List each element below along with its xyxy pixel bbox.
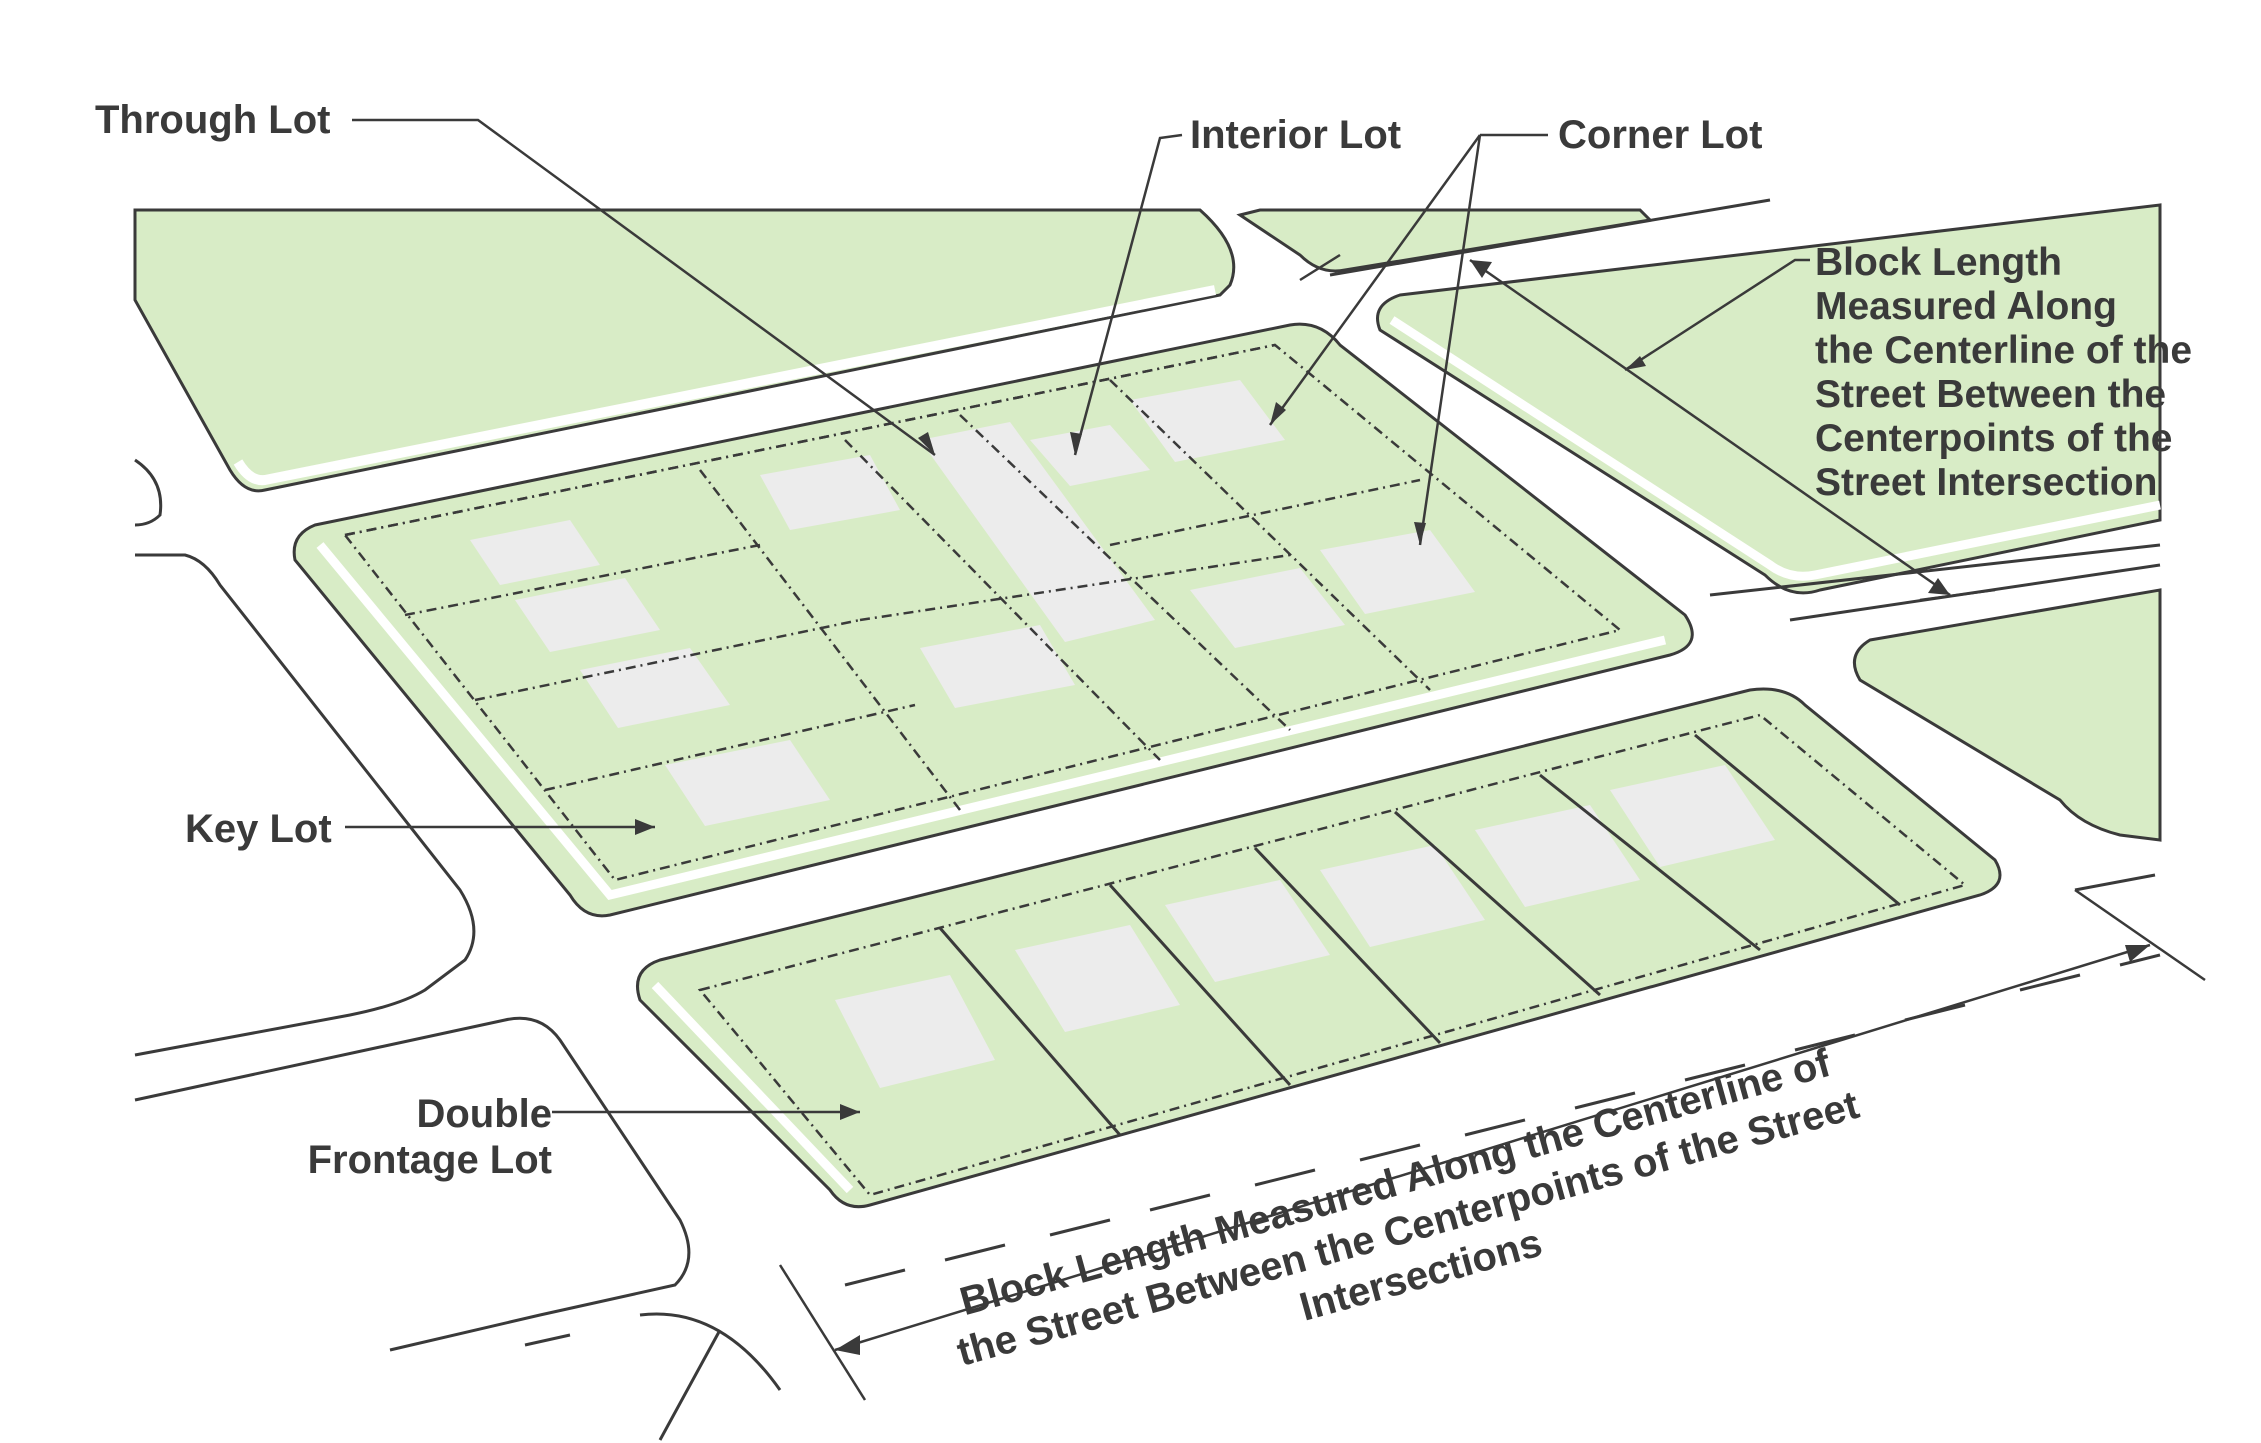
block-length-right-line-5: Centerpoints of the bbox=[1815, 417, 2173, 460]
label-block-length-right: Block Length Measured Along the Centerli… bbox=[1815, 241, 2192, 504]
label-double-frontage-line1: Double bbox=[416, 1092, 552, 1136]
leader-arrowheads bbox=[635, 356, 1646, 1120]
dimension-lines bbox=[778, 253, 2206, 1401]
right-lower-block bbox=[1852, 588, 2162, 842]
lower-block-lot-boundary bbox=[697, 713, 1968, 1197]
label-through-lot: Through Lot bbox=[95, 98, 330, 142]
lower-main-block-curb bbox=[651, 981, 854, 1194]
street-edges bbox=[134, 458, 782, 1441]
block-length-right-line-4: Street Between the bbox=[1815, 373, 2166, 416]
right-upper-block bbox=[1376, 203, 2162, 595]
block-length-right-line-3: the Centerline of the bbox=[1815, 329, 2192, 372]
upper-main-block bbox=[292, 322, 1694, 918]
lower-block-buildings bbox=[835, 765, 1775, 1088]
label-double-frontage-line2: Frontage Lot bbox=[308, 1138, 552, 1182]
right-upper-block-curb bbox=[1389, 316, 2161, 581]
block-length-right-line-6: Street Intersection bbox=[1815, 461, 2157, 504]
top-right-strip bbox=[1236, 208, 1654, 273]
upper-block-lot-lines bbox=[344, 343, 1431, 811]
leader-lines bbox=[345, 118, 1810, 1114]
label-key-lot: Key Lot bbox=[185, 807, 332, 851]
top-left-block bbox=[133, 208, 1236, 493]
block-length-right-line-1: Block Length bbox=[1815, 241, 2062, 284]
upper-block-buildings bbox=[470, 380, 1475, 826]
upper-main-block-curb bbox=[316, 542, 1667, 901]
label-interior-lot: Interior Lot bbox=[1190, 113, 1401, 157]
dimension-arrowheads bbox=[835, 260, 2150, 1355]
lower-block-lot-lines bbox=[938, 733, 1901, 1136]
block-length-right-line-2: Measured Along bbox=[1815, 285, 2117, 328]
top-left-block-curb bbox=[233, 285, 1216, 486]
label-corner-lot: Corner Lot bbox=[1558, 113, 1762, 157]
